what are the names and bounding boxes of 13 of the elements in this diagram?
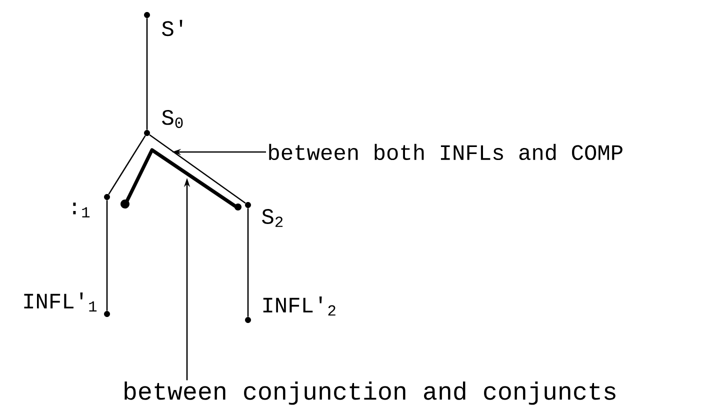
annotation-text: between conjunction and conjuncts: [124, 382, 616, 405]
tree-branch: [146, 18, 148, 130]
node-label: S$_{0}$: [162, 110, 183, 128]
node-label: S': [162, 20, 182, 36]
tree-branch: [247, 208, 249, 317]
tree-branch: [108, 135, 146, 195]
node-label: S$_{2}$: [262, 209, 283, 227]
annotation-text: between both INFLs and COMP: [269, 144, 622, 160]
tree-branch: [106, 200, 108, 311]
tree-branch: [149, 134, 246, 204]
node-label: :$_{1}$: [73, 202, 90, 218]
node-label: INFL'$_{2}$: [263, 296, 336, 316]
node-label: INFL'$_{1}$: [24, 292, 97, 312]
